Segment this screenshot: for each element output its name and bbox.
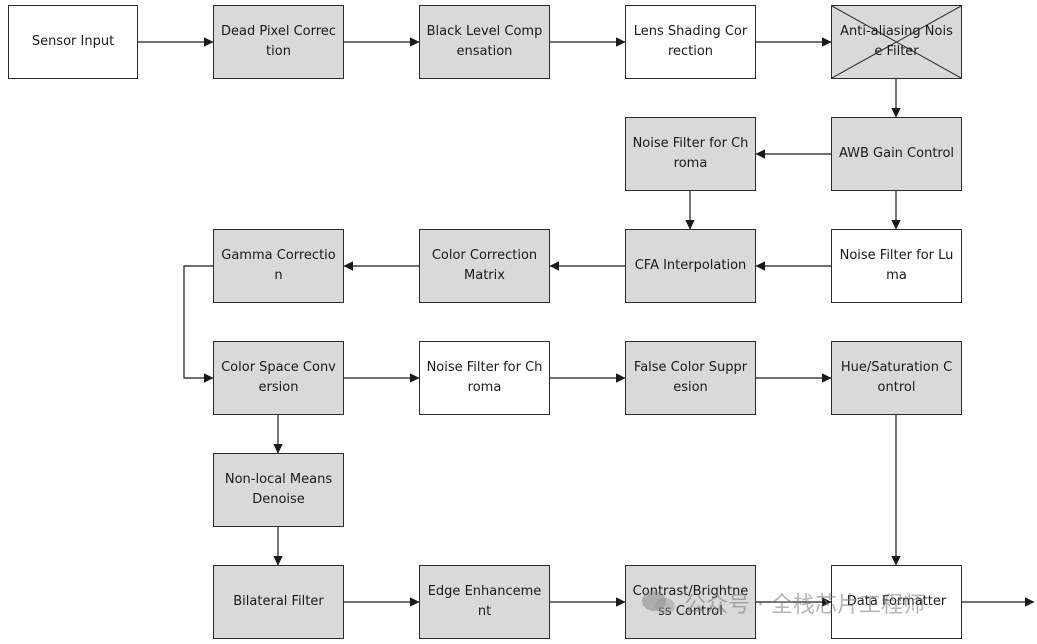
node-label: Black Level Compensation [426,24,543,59]
node-label: Anti-aliasing Noise Filter [840,24,953,59]
node-contrast: Contrast/Brightness Control [625,565,756,639]
cross-mark [832,6,961,78]
node-false-color: False Color Suppresion [625,341,756,415]
node-lens-shading: Lens Shading Correction [625,5,756,79]
node-label: Contrast/Brightness Control [632,584,749,619]
node-label: Noise Filter for Chroma [632,136,749,171]
node-label: Edge Enhancement [427,584,542,619]
node-bilateral: Bilateral Filter [213,565,344,639]
node-ccm: Color Correction Matrix [419,229,550,303]
node-anti-aliasing: Anti-aliasing Noise Filter [831,5,962,79]
node-noise-luma: Noise Filter for Luma [831,229,962,303]
node-label: Noise Filter for Chroma [426,360,543,395]
watermark: 公众号 · 全栈芯片工程师 [640,586,925,620]
node-csc: Color Space Conversion [213,341,344,415]
node-dead-pixel: Dead Pixel Correction [213,5,344,79]
edge-gamma-to-csc [183,265,214,383]
node-hue-sat: Hue/Saturation Control [831,341,962,415]
node-noise-chroma-1: Noise Filter for Chroma [625,117,756,191]
node-data-formatter: Data Formatter [831,565,962,639]
node-label: Dead Pixel Correction [221,24,336,59]
node-sensor-input: Sensor Input [8,5,138,79]
node-label: Non-local Means Denoise [224,472,333,507]
node-label: Sensor Input [31,34,115,49]
node-label: CFA Interpolation [634,258,747,273]
node-label: AWB Gain Control [838,146,955,161]
wechat-icon [642,591,675,614]
node-nlm: Non-local Means Denoise [213,453,344,527]
node-black-level: Black Level Compensation [419,5,550,79]
node-label: Data Formatter [846,594,947,609]
node-cfa: CFA Interpolation [625,229,756,303]
node-gamma: Gamma Correction [213,229,344,303]
node-label: Gamma Correction [221,248,336,283]
node-edge: Edge Enhancement [419,565,550,639]
node-noise-chroma-2: Noise Filter for Chroma [419,341,550,415]
node-label: Noise Filter for Luma [839,248,954,283]
node-label: False Color Suppresion [633,360,748,395]
node-label: Bilateral Filter [233,594,324,609]
watermark-text: 公众号 · 全栈芯片工程师 [684,593,925,618]
node-label: Hue/Saturation Control [840,360,953,395]
node-label: Lens Shading Correction [633,24,748,59]
node-awb-gain: AWB Gain Control [831,117,962,191]
node-label: Color Correction Matrix [431,248,538,283]
node-label: Color Space Conversion [221,360,336,395]
